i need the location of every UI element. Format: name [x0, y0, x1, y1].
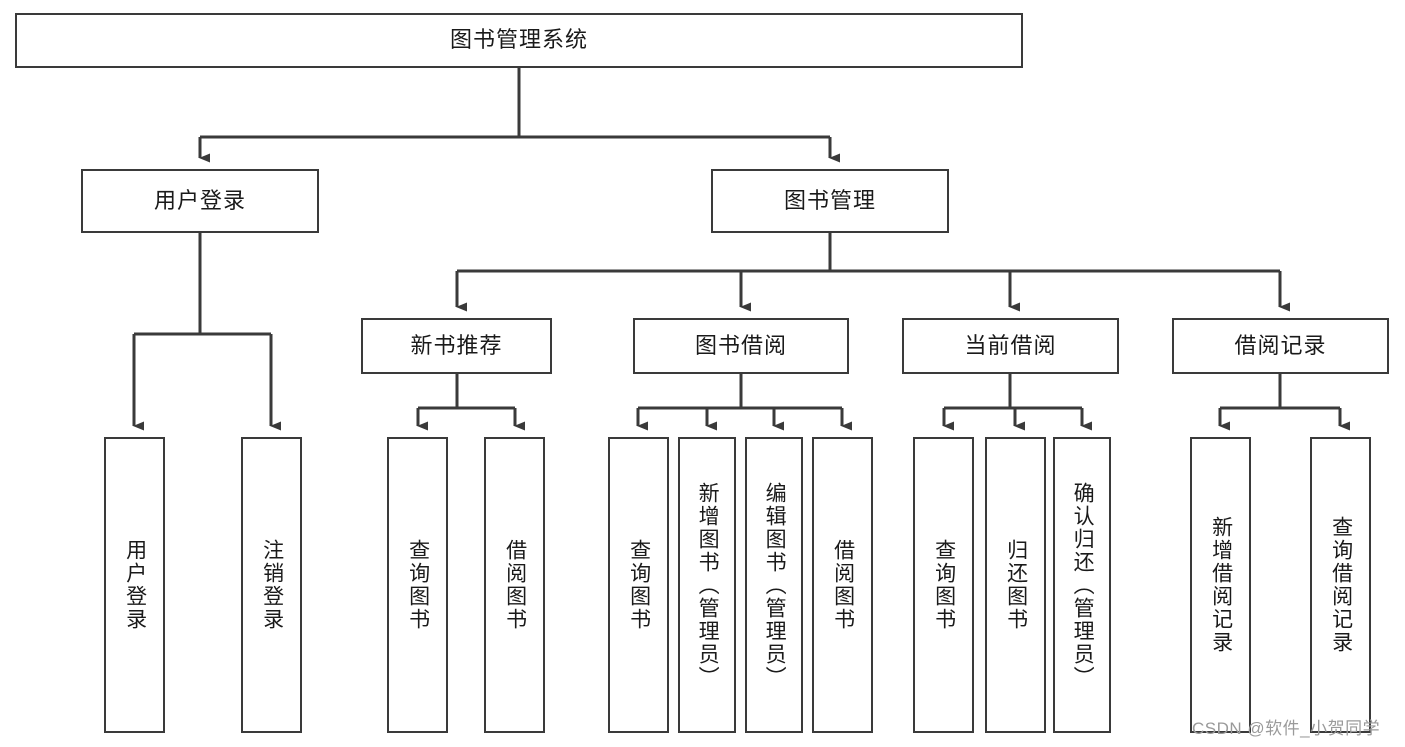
node-current-borrow[interactable]: 当前借阅: [902, 318, 1119, 374]
node-new-book-recommend-label: 新书推荐: [410, 332, 503, 358]
node-book-borrow-label: 图书借阅: [694, 332, 787, 358]
node-new-book-recommend[interactable]: 新书推荐: [361, 318, 552, 374]
node-leaf-return-book-label: 归还图书: [1004, 539, 1028, 631]
node-leaf-user-login[interactable]: 用户登录: [104, 437, 165, 733]
node-book-borrow[interactable]: 图书借阅: [633, 318, 849, 374]
node-leaf-edit-book[interactable]: 编辑图书（管理员）: [745, 437, 803, 733]
node-leaf-borrow-book-1-label: 借阅图书: [503, 539, 527, 631]
node-root-label: 图书管理系统: [449, 27, 588, 53]
node-leaf-borrow-book-1[interactable]: 借阅图书: [484, 437, 545, 733]
node-leaf-edit-book-label: 编辑图书（管理员）: [763, 481, 787, 689]
csdn-watermark: CSDN @软件_小贺同学: [1192, 719, 1381, 738]
node-book-manage[interactable]: 图书管理: [711, 169, 949, 233]
node-leaf-confirm-return[interactable]: 确认归还（管理员）: [1053, 437, 1111, 733]
node-borrow-record[interactable]: 借阅记录: [1172, 318, 1389, 374]
node-leaf-add-record[interactable]: 新增借阅记录: [1190, 437, 1251, 733]
node-leaf-add-book[interactable]: 新增图书（管理员）: [678, 437, 736, 733]
node-leaf-borrow-book-2[interactable]: 借阅图书: [812, 437, 873, 733]
node-leaf-query-book-2-label: 查询图书: [627, 539, 651, 631]
node-leaf-logout-label: 注销登录: [260, 539, 284, 631]
node-leaf-query-book-2[interactable]: 查询图书: [608, 437, 669, 733]
node-current-borrow-label: 当前借阅: [964, 332, 1057, 358]
node-leaf-query-record-label: 查询借阅记录: [1329, 516, 1353, 654]
node-leaf-user-login-label: 用户登录: [123, 539, 147, 631]
node-leaf-query-record[interactable]: 查询借阅记录: [1310, 437, 1371, 733]
node-leaf-borrow-book-2-label: 借阅图书: [831, 539, 855, 631]
node-user-login[interactable]: 用户登录: [81, 169, 319, 233]
node-borrow-record-label: 借阅记录: [1234, 332, 1327, 358]
node-root[interactable]: 图书管理系统: [15, 13, 1023, 68]
node-user-login-label: 用户登录: [153, 187, 246, 213]
node-leaf-return-book[interactable]: 归还图书: [985, 437, 1046, 733]
node-leaf-query-book-3[interactable]: 查询图书: [913, 437, 974, 733]
node-book-manage-label: 图书管理: [783, 187, 876, 213]
node-leaf-query-book-1[interactable]: 查询图书: [387, 437, 448, 733]
node-leaf-confirm-return-label: 确认归还（管理员）: [1071, 481, 1095, 689]
node-leaf-add-record-label: 新增借阅记录: [1209, 516, 1233, 654]
node-leaf-query-book-1-label: 查询图书: [406, 539, 430, 631]
node-leaf-add-book-label: 新增图书（管理员）: [696, 481, 720, 689]
node-leaf-logout[interactable]: 注销登录: [241, 437, 302, 733]
node-leaf-query-book-3-label: 查询图书: [932, 539, 956, 631]
